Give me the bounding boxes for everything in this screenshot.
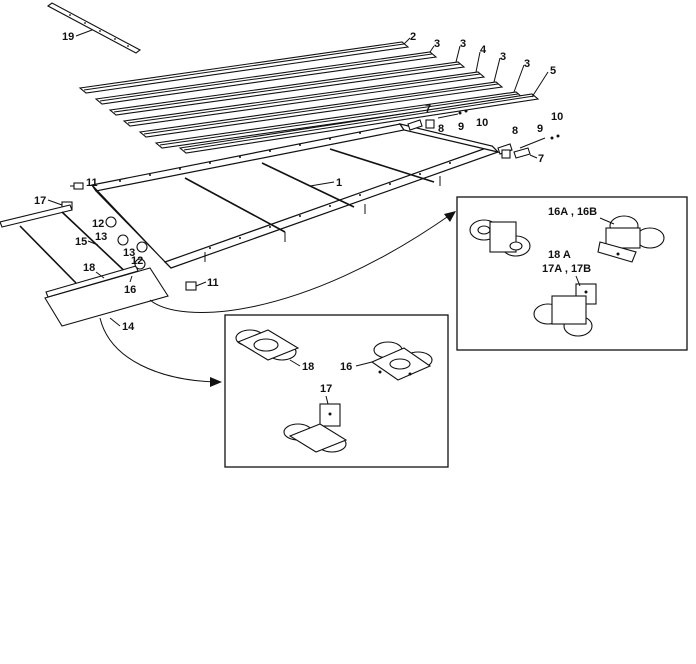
right-hardware [407, 109, 560, 159]
label-16a-16b: 16A , 16B [548, 206, 597, 218]
label-7b: 7 [538, 153, 544, 165]
label-4: 4 [480, 44, 487, 56]
left-hardware [0, 182, 207, 327]
label-9b: 9 [537, 123, 543, 135]
label-18: 18 [83, 262, 95, 274]
leader-to-upper-inset [149, 214, 451, 314]
slat-stack [78, 41, 540, 154]
label-2: 2 [410, 31, 416, 43]
leader-to-lower-inset [99, 317, 216, 383]
label-18-lower: 18 [302, 361, 314, 373]
label-19: 19 [62, 31, 74, 43]
label-10b: 10 [551, 111, 563, 123]
label-13b: 13 [123, 247, 135, 259]
label-3c: 3 [500, 51, 506, 63]
label-3a: 3 [434, 38, 440, 50]
label-3d: 3 [524, 58, 530, 70]
label-10a: 10 [476, 117, 488, 129]
link-16-part [370, 341, 433, 381]
link-18a-part [469, 219, 531, 257]
arrowhead-lower-inset [210, 377, 222, 387]
label-12b: 12 [131, 255, 143, 267]
label-16-lower: 16 [340, 361, 352, 373]
link-17-part [283, 403, 348, 453]
label-17: 17 [34, 195, 46, 207]
part-19-strip [46, 2, 142, 54]
label-3b: 3 [460, 38, 466, 50]
label-14: 14 [122, 321, 135, 333]
link-17a-17b-part [533, 283, 597, 337]
lower-inset-box [224, 314, 449, 468]
label-18a: 18 A [548, 249, 571, 261]
link-18-part [235, 329, 300, 361]
link-16a-16b-part [597, 215, 665, 263]
label-12a: 12 [92, 218, 104, 230]
label-11b: 11 [207, 277, 219, 289]
label-8b: 8 [512, 125, 518, 137]
label-17a-17b: 17A , 17B [542, 263, 591, 275]
label-7a: 7 [425, 103, 431, 115]
label-5: 5 [550, 65, 556, 77]
arrowhead-upper-inset [444, 211, 456, 222]
label-16: 16 [124, 284, 136, 296]
upper-inset-box [456, 196, 688, 351]
label-13a: 13 [95, 231, 107, 243]
label-8a: 8 [438, 123, 444, 135]
frame-assembly [91, 123, 500, 269]
label-15: 15 [75, 236, 87, 248]
label-1: 1 [336, 177, 342, 189]
label-11a: 11 [86, 177, 98, 189]
label-9a: 9 [458, 121, 464, 133]
label-17-lower: 17 [320, 383, 332, 395]
